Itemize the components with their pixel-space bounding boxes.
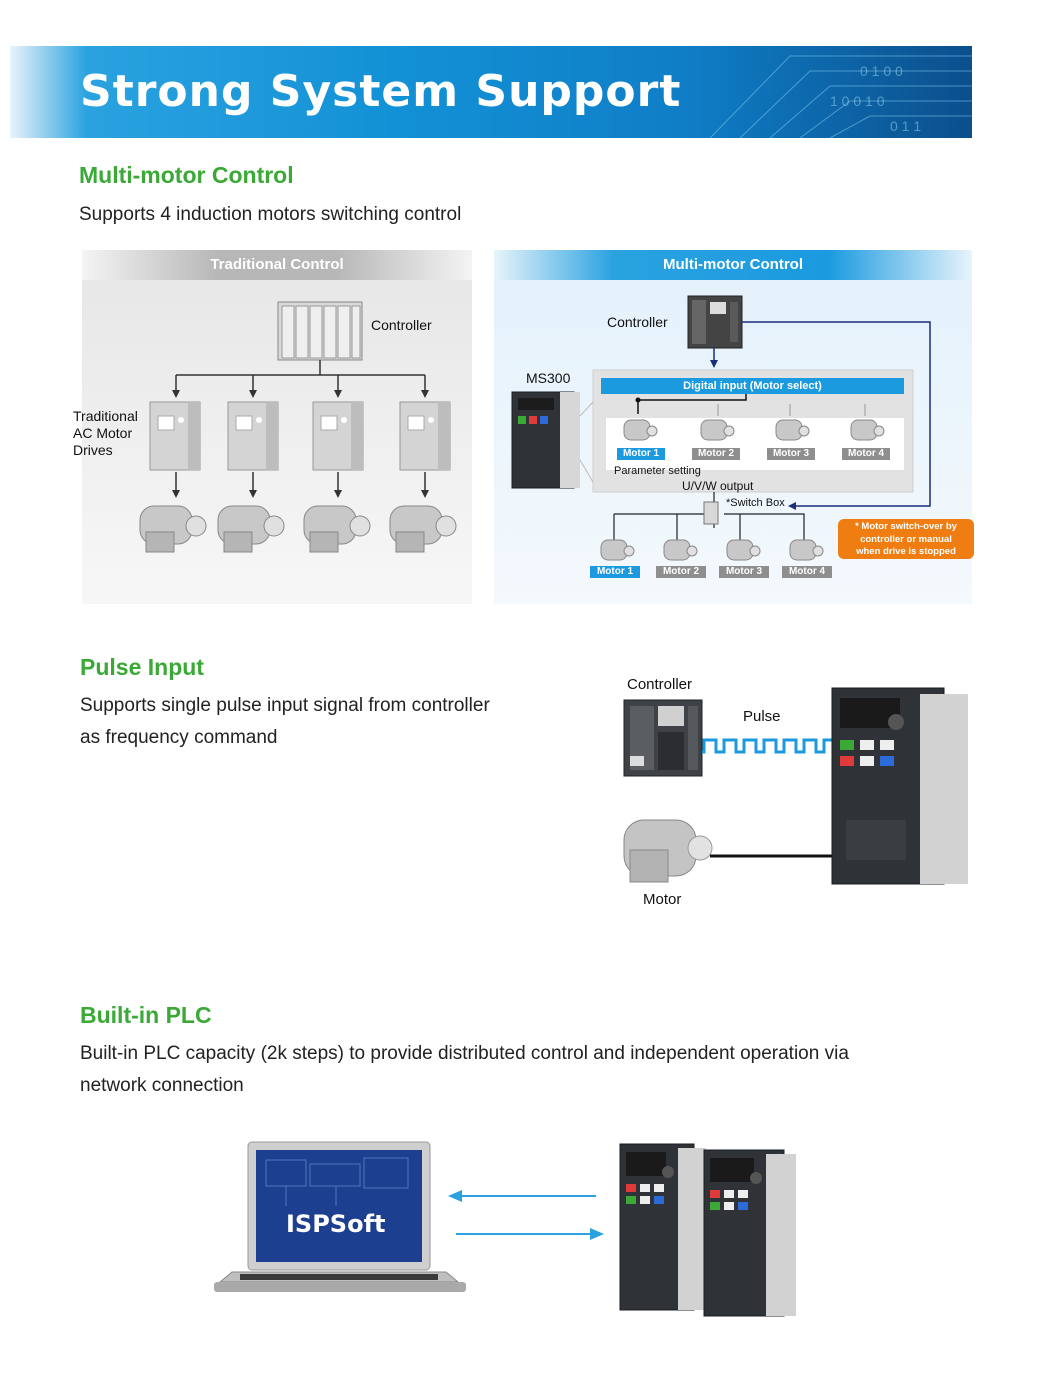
multi-controller-icon xyxy=(687,295,743,349)
page-title: Strong System Support xyxy=(80,66,682,117)
header-banner: 0 1 0 0 1 0 0 1 0 0 1 1 Strong System Su… xyxy=(10,46,972,138)
traditional-motor-icons xyxy=(139,505,457,553)
motor-tag-2: Motor 2 xyxy=(692,448,740,460)
selected-motor-icons xyxy=(623,419,885,441)
plc-network-diagram xyxy=(214,1141,796,1317)
pulse-input-diagram xyxy=(623,687,968,885)
output-motor-tag-4: Motor 4 xyxy=(782,566,832,578)
callout-line-2: controller or manual xyxy=(860,533,952,545)
section-text-multi-motor: Supports 4 induction motors switching co… xyxy=(79,204,462,225)
traditional-control-diagram xyxy=(139,301,457,553)
motor-switch-callout: * Motor switch-over by controller or man… xyxy=(838,519,974,559)
switch-box-label: *Switch Box xyxy=(726,497,785,509)
section-text-plc-line1: Built-in PLC capacity (2k steps) to prov… xyxy=(80,1043,849,1064)
uvw-output-label: U/V/W output xyxy=(682,479,754,493)
controller-rack-icon xyxy=(277,301,363,361)
traditional-controller-label: Controller xyxy=(371,317,432,333)
laptop-icon xyxy=(214,1141,466,1292)
parameter-setting-label: Parameter setting xyxy=(614,465,701,477)
section-text-pulse-line2: as frequency command xyxy=(80,727,278,748)
traditional-drives-label-line3: Drives xyxy=(73,442,113,458)
output-motor-tag-2: Motor 2 xyxy=(656,566,706,578)
svg-text:1 0 0 1 0: 1 0 0 1 0 xyxy=(830,93,885,109)
pulse-ms300-drive-icon xyxy=(831,687,968,885)
multi-motor-control-header: Multi-motor Control xyxy=(494,250,972,280)
callout-line-3: when drive is stopped xyxy=(856,546,956,557)
plc-drive-icon-2 xyxy=(703,1149,796,1317)
pulse-controller-icon xyxy=(623,699,703,777)
banner-circuit-pattern: 0 1 0 0 1 0 0 1 0 0 1 1 xyxy=(709,55,972,138)
output-motor-icons xyxy=(600,539,824,561)
section-title-built-in-plc: Built-in PLC xyxy=(80,1002,212,1028)
callout-line-1: * Motor switch-over by xyxy=(855,521,957,532)
svg-text:0 1 1: 0 1 1 xyxy=(890,118,921,134)
traditional-drive-icons xyxy=(149,401,451,471)
motor-tag-4: Motor 4 xyxy=(842,448,890,460)
pulse-motor-label: Motor xyxy=(643,891,682,908)
svg-text:0 1 0 0: 0 1 0 0 xyxy=(860,63,903,79)
plc-drive-icon-1 xyxy=(619,1143,706,1311)
traditional-control-header: Traditional Control xyxy=(82,250,472,280)
output-motor-tag-3: Motor 3 xyxy=(719,566,769,578)
multi-motor-control-diagram xyxy=(511,295,931,561)
pulse-waveform xyxy=(702,738,832,754)
traditional-drives-label-line2: AC Motor xyxy=(73,425,133,441)
traditional-drives-label-line1: Traditional xyxy=(73,408,138,424)
ms300-label: MS300 xyxy=(526,370,571,386)
multi-controller-label: Controller xyxy=(607,314,668,330)
ms300-drive-icon xyxy=(511,391,580,489)
pulse-motor-icon xyxy=(623,819,713,883)
switch-box-icon xyxy=(703,501,719,525)
motor-tag-3: Motor 3 xyxy=(767,448,815,460)
section-title-pulse-input: Pulse Input xyxy=(80,654,204,680)
motor-tag-1: Motor 1 xyxy=(617,448,665,460)
ispsoft-logo-text: ISPSoft xyxy=(286,1210,386,1238)
digital-input-label: Digital input (Motor select) xyxy=(683,380,822,392)
pulse-controller-label: Controller xyxy=(627,676,693,693)
section-title-multi-motor: Multi-motor Control xyxy=(79,162,294,188)
section-text-pulse-line1: Supports single pulse input signal from … xyxy=(80,695,490,716)
section-text-plc-line2: network connection xyxy=(80,1075,244,1096)
pulse-label: Pulse xyxy=(743,708,781,725)
output-motor-tag-1: Motor 1 xyxy=(590,566,640,578)
